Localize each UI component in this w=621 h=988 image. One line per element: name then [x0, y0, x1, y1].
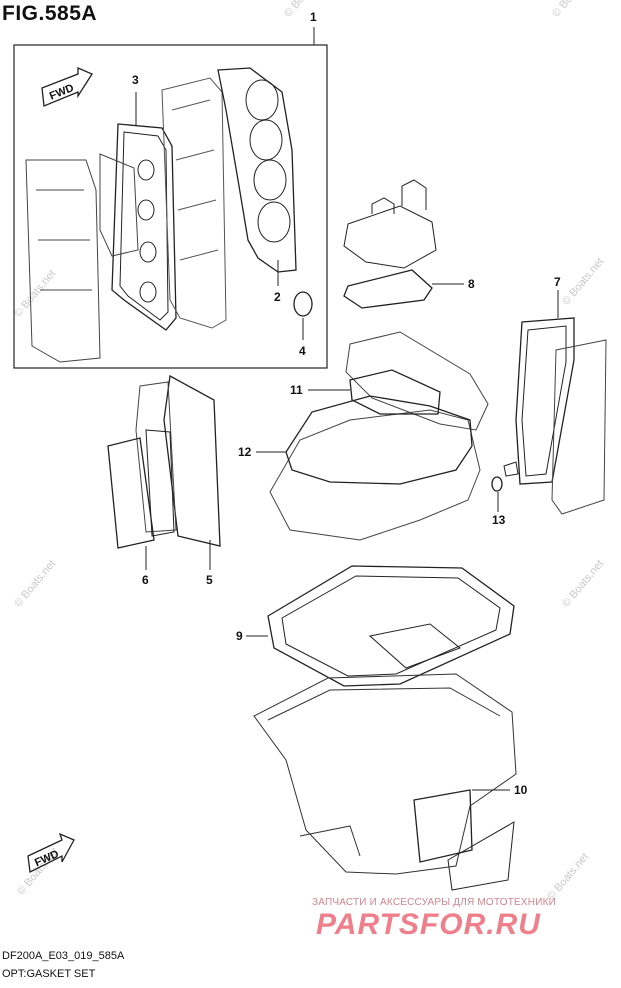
- fwd-arrow-top-icon: FWD: [41, 67, 93, 107]
- crankcase-gasket-11: [308, 369, 441, 415]
- callout-1: 1: [310, 10, 317, 24]
- cylinder-block-outline: [161, 77, 227, 329]
- callout-3: 3: [132, 73, 139, 87]
- fwd-arrow-bottom-icon: FWD: [27, 832, 75, 873]
- o-ring: [293, 291, 313, 340]
- callout-13: 13: [492, 513, 506, 527]
- exhaust-cover-gasket-5: [135, 374, 221, 570]
- callout-8: 8: [468, 277, 475, 291]
- exhaust-cover-gasket-6: [107, 429, 175, 570]
- small-o-ring: [491, 461, 519, 512]
- diagram-code: DF200A_E03_019_585A: [2, 950, 125, 962]
- thermostat-housing: [343, 179, 437, 269]
- assembly-frame: [13, 44, 328, 369]
- cylinder-head-gasket: [217, 67, 297, 286]
- side-cover-gasket: [515, 290, 607, 515]
- callout-12: 12: [238, 445, 252, 459]
- callout-11: 11: [290, 383, 303, 397]
- callout-6: 6: [142, 573, 149, 587]
- intake-manifold-gasket: [25, 153, 139, 363]
- callout-9: 9: [236, 629, 243, 643]
- drive-shaft-housing: [253, 673, 517, 875]
- housing-gasket-10: [413, 789, 515, 891]
- callout-7: 7: [554, 275, 561, 289]
- figure-title: FIG.585A: [2, 2, 98, 25]
- crankcase-cover-outline: [269, 331, 489, 541]
- brand-logo: PARTSFOR.RU: [316, 908, 541, 941]
- fwd-label: FWD: [48, 82, 76, 103]
- diagram-caption: OPT:GASKET SET: [2, 968, 96, 980]
- crankcase-gasket-13: [256, 395, 473, 485]
- thermostat-gasket: [343, 269, 464, 309]
- callout-5: 5: [206, 573, 213, 587]
- callout-10: 10: [514, 783, 528, 797]
- brand-tagline: ЗАПЧАСТИ И АКСЕССУАРЫ ДЛЯ МОТОТЕХНИКИ: [312, 897, 557, 908]
- oil-pan-gasket: [246, 565, 515, 687]
- callout-4: 4: [299, 344, 306, 358]
- callout-2: 2: [274, 290, 281, 304]
